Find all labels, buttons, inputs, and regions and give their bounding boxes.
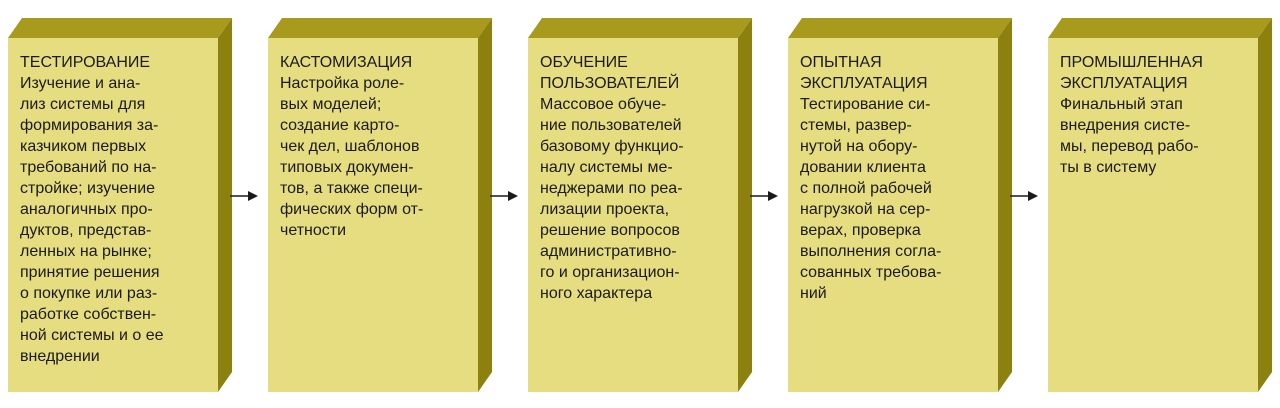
stage-title: ТЕСТИРОВАНИЕ bbox=[20, 54, 151, 71]
stage-box-customization: КАСТОМИЗАЦИЯ Настройка роле- вых моделей… bbox=[268, 18, 492, 392]
box-top-face bbox=[1048, 18, 1272, 38]
stage-box-industrial-operation: ПРОМЫШЛЕННАЯ ЭКСПЛУАТАЦИЯ Финальный этап… bbox=[1048, 18, 1272, 392]
box-front-face: КАСТОМИЗАЦИЯ Настройка роле- вых моделей… bbox=[268, 38, 478, 392]
stage-box-pilot-operation: ОПЫТНАЯ ЭКСПЛУАТАЦИЯ Тестирование си- ст… bbox=[788, 18, 1012, 392]
box-front-face: ОПЫТНАЯ ЭКСПЛУАТАЦИЯ Тестирование си- ст… bbox=[788, 38, 998, 392]
stage-description: Изучение и ана- лиз системы для формиров… bbox=[20, 75, 164, 365]
box-front-face: ТЕСТИРОВАНИЕ Изучение и ана- лиз системы… bbox=[8, 38, 218, 392]
stage-title: КАСТОМИЗАЦИЯ bbox=[280, 54, 413, 71]
stage-box-testing: ТЕСТИРОВАНИЕ Изучение и ана- лиз системы… bbox=[8, 18, 232, 392]
arrow-right-icon bbox=[1010, 191, 1038, 201]
stage-description: Настройка роле- вых моделей; создание ка… bbox=[280, 75, 424, 239]
box-top-face bbox=[528, 18, 752, 38]
box-top-face bbox=[8, 18, 232, 38]
arrow-right-icon bbox=[750, 191, 778, 201]
box-top-face bbox=[268, 18, 492, 38]
stage-description: Массовое обуче- ние пользователей базово… bbox=[540, 96, 684, 302]
stage-description: Финальный этап внедрения систе- мы, пере… bbox=[1060, 96, 1199, 176]
box-front-face: ПРОМЫШЛЕННАЯ ЭКСПЛУАТАЦИЯ Финальный этап… bbox=[1048, 38, 1258, 392]
arrow-right-icon bbox=[230, 191, 258, 201]
box-top-face bbox=[788, 18, 1012, 38]
box-side-face bbox=[738, 18, 752, 392]
stage-description: Тестирование си- стемы, развер- нутой на… bbox=[800, 96, 942, 302]
box-side-face bbox=[1258, 18, 1272, 392]
box-front-face: ОБУЧЕНИЕ ПОЛЬЗОВАТЕЛЕЙ Массовое обуче- н… bbox=[528, 38, 738, 392]
box-side-face bbox=[218, 18, 232, 392]
stage-title: ОБУЧЕНИЕ ПОЛЬЗОВАТЕЛЕЙ bbox=[540, 54, 680, 92]
box-side-face bbox=[998, 18, 1012, 392]
stage-title: ОПЫТНАЯ ЭКСПЛУАТАЦИЯ bbox=[800, 54, 928, 92]
stage-title: ПРОМЫШЛЕННАЯ ЭКСПЛУАТАЦИЯ bbox=[1060, 54, 1203, 92]
stage-box-user-training: ОБУЧЕНИЕ ПОЛЬЗОВАТЕЛЕЙ Массовое обуче- н… bbox=[528, 18, 752, 392]
box-side-face bbox=[478, 18, 492, 392]
arrow-right-icon bbox=[490, 191, 518, 201]
